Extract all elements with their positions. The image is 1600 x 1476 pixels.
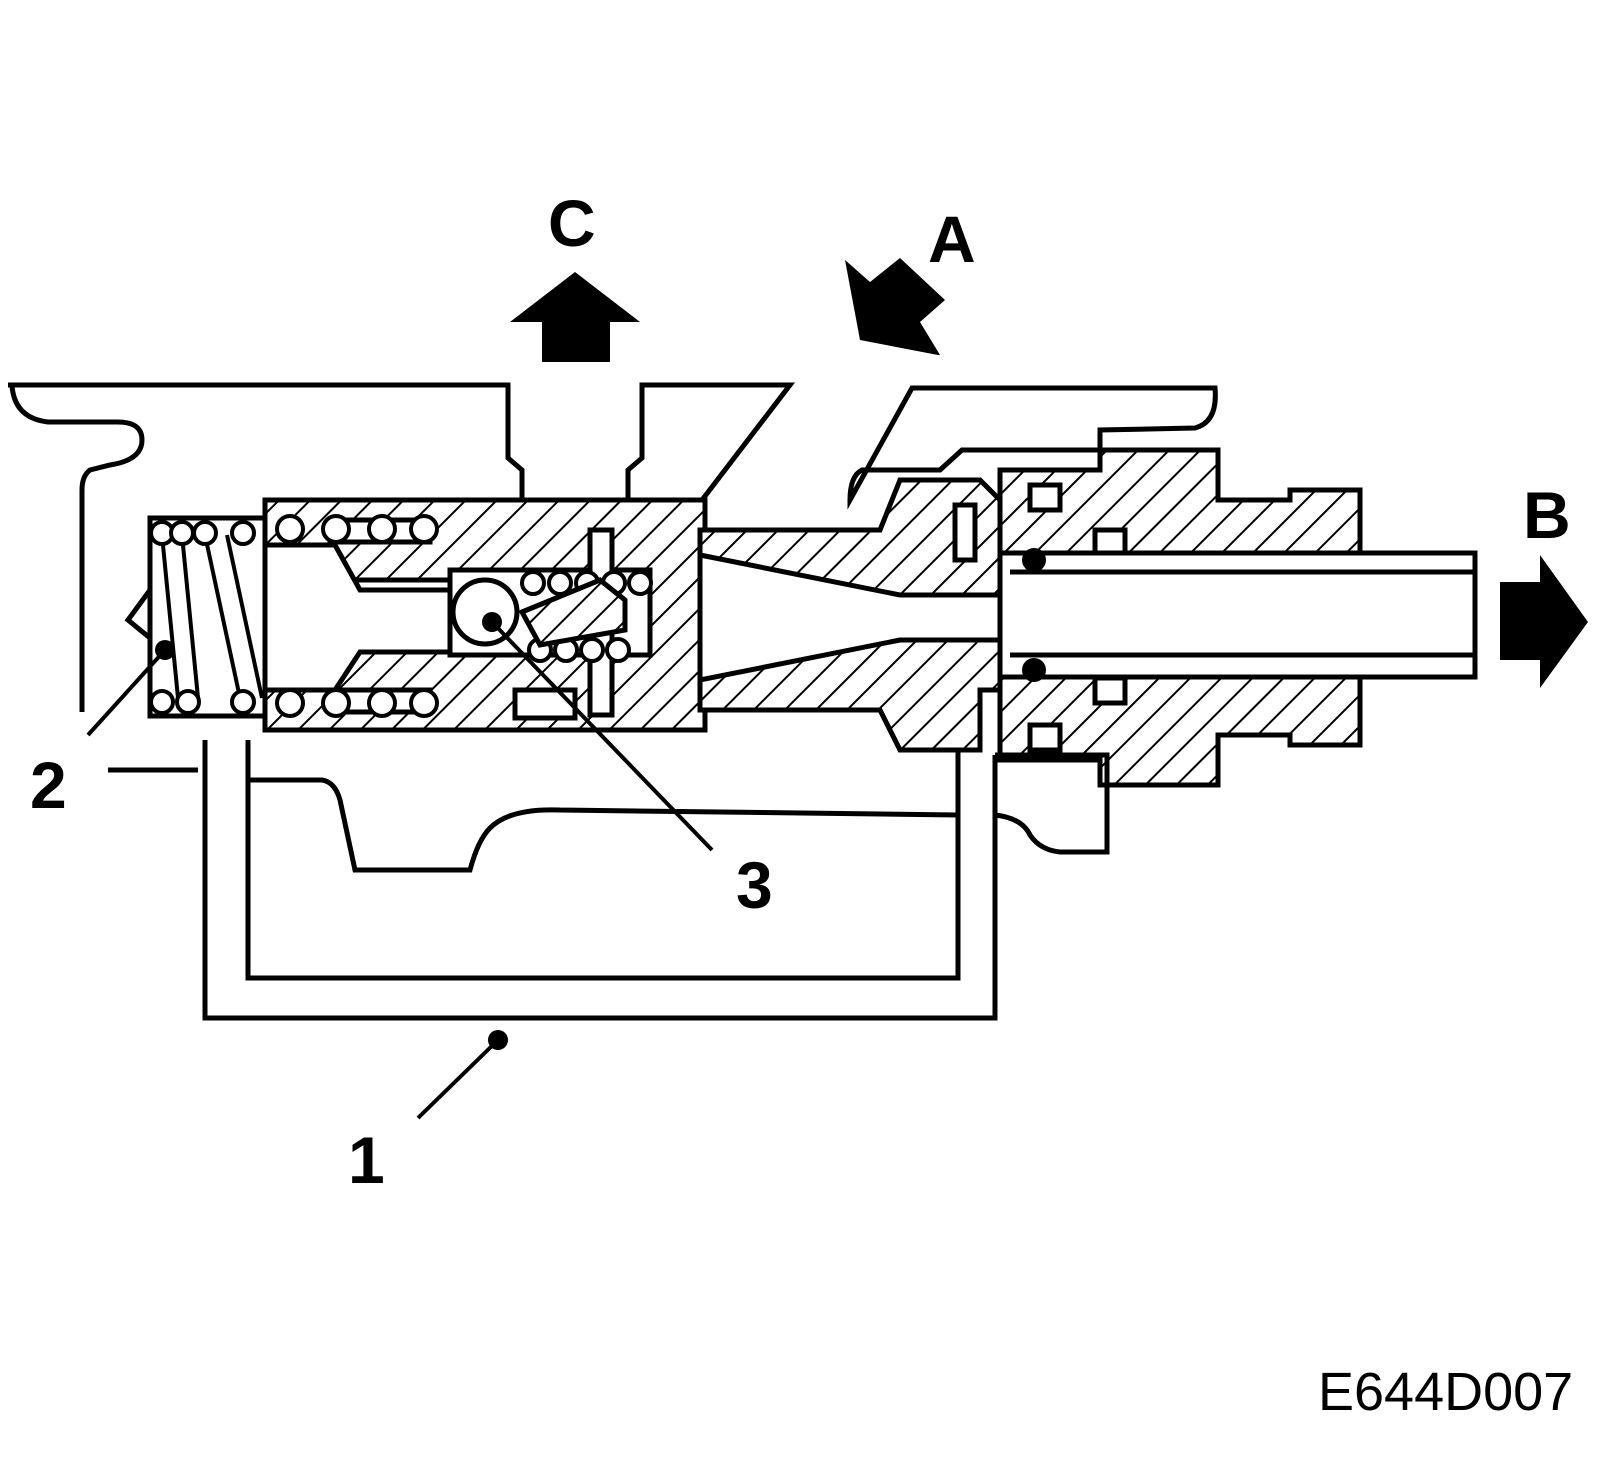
- port-c-label: C: [548, 186, 596, 260]
- outlet-fitting: [997, 447, 1478, 788]
- return-spring: [124, 515, 268, 719]
- port-a-arrow: [845, 258, 945, 355]
- check-ball: [450, 577, 520, 647]
- callout-1-label: 1: [348, 1123, 385, 1197]
- port-b-label: B: [1523, 478, 1571, 552]
- nozzle-body: [697, 477, 1003, 753]
- figure-code: E644D007: [1318, 1362, 1573, 1422]
- outer-spring: [275, 514, 439, 718]
- port-a-label: A: [928, 202, 976, 276]
- lever-frame: [202, 740, 1110, 1021]
- port-c-arrow: [510, 272, 640, 362]
- callout-leaders: [86, 612, 714, 1120]
- callout-3-label: 3: [736, 848, 773, 922]
- callout-2-label: 2: [30, 748, 67, 822]
- ball-check-assembly: [450, 570, 653, 663]
- port-b-arrow: [1500, 555, 1588, 688]
